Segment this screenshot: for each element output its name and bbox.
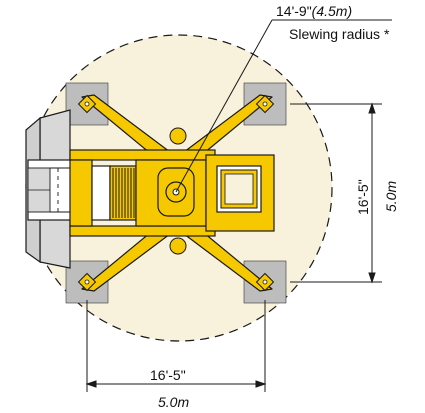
- outrigger-beams: [81, 94, 273, 292]
- width-feet-label: 16'-5": [150, 367, 186, 383]
- length-feet-label: 16'-5": [355, 179, 371, 215]
- slewing-radius-caption: Slewing radius *: [289, 26, 390, 42]
- slew-drums: [169, 127, 187, 255]
- radius-value-label: 14'-9"(4.5m): [276, 4, 352, 18]
- width-dimension: [85, 300, 267, 392]
- width-metric-label: 5.0m: [158, 394, 190, 410]
- radius-metric: (4.5m): [311, 3, 353, 19]
- rear-cab: [25, 109, 73, 269]
- length-dimension: [290, 102, 382, 284]
- engine-grille: [112, 168, 135, 218]
- outrigger-foot-centers: [84, 101, 268, 285]
- radius-leader-line: [175, 19, 273, 193]
- length-metric-label: 5.0m: [383, 180, 399, 212]
- radius-feet: 14'-9": [276, 3, 312, 19]
